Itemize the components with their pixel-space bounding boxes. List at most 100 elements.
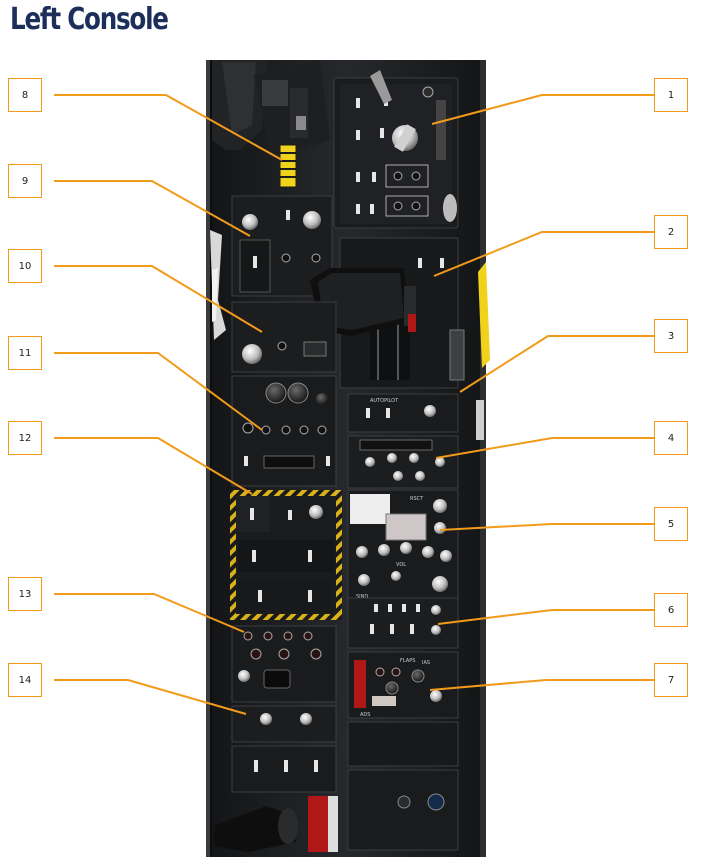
leader-line-2: [433, 231, 660, 277]
toggle-switch[interactable]: [284, 760, 288, 772]
bottom-knob-left[interactable]: [260, 713, 272, 725]
toggle-switch[interactable]: [326, 456, 330, 466]
callout-12: 12: [8, 421, 42, 455]
flap-panel: FLAPS IAS ADS: [347, 651, 459, 719]
lighting-panel: [231, 625, 337, 703]
toggle-switch[interactable]: [356, 130, 360, 140]
toggle-switch[interactable]: [254, 760, 258, 772]
radio-knob[interactable]: [432, 576, 448, 592]
ground-safety-handle[interactable]: [279, 144, 297, 188]
lower-right-panel: [347, 721, 459, 851]
bottom-handle[interactable]: [214, 806, 298, 852]
toggle-switch[interactable]: [356, 98, 360, 108]
throttle-quadrant: [310, 237, 465, 389]
comm-knob[interactable]: [409, 453, 419, 463]
radio-knob[interactable]: [400, 542, 412, 554]
toggle-switch[interactable]: [418, 258, 422, 268]
toggle-switch[interactable]: [244, 456, 248, 466]
seat-area: [212, 60, 330, 150]
leader-line-11: [54, 352, 263, 431]
toggle-switch[interactable]: [314, 760, 318, 772]
page-title: Left Console: [10, 2, 169, 37]
rsct-label: RSCT: [410, 496, 424, 502]
leader-line-8: [54, 94, 283, 161]
radio-panel: RSCT VOL SIND: [347, 489, 459, 603]
callout-8: 8: [8, 78, 42, 112]
toggle-switch[interactable]: [286, 210, 290, 220]
comm-knob[interactable]: [365, 457, 375, 467]
fuel-selector-knob[interactable]: [392, 124, 418, 152]
leader-line-5: [439, 523, 660, 531]
callout-13: 13: [8, 577, 42, 611]
hazard-knob[interactable]: [309, 505, 323, 519]
callout-10: 10: [8, 249, 42, 283]
toggle-switch[interactable]: [380, 128, 384, 138]
toggle-switch[interactable]: [288, 510, 292, 520]
control-cluster: [231, 375, 337, 487]
radio-knob[interactable]: [391, 571, 401, 581]
iff-knob[interactable]: [431, 625, 441, 635]
lighting-knob[interactable]: [238, 670, 250, 682]
toggle-switch[interactable]: [356, 172, 360, 182]
leader-line-9: [54, 180, 251, 237]
callout-7: 7: [654, 663, 688, 697]
leader-line-3: [459, 335, 660, 393]
radio-knob[interactable]: [433, 499, 447, 513]
radio-knob[interactable]: [358, 574, 370, 586]
bottom-knob-right[interactable]: [300, 713, 312, 725]
radio-knob[interactable]: [422, 546, 434, 558]
toggle-switch[interactable]: [253, 256, 257, 268]
radio-knob[interactable]: [440, 550, 452, 562]
right-rail: [476, 262, 490, 440]
engine-knob[interactable]: [303, 211, 321, 229]
callout-1: 1: [654, 78, 688, 112]
toggle-switch[interactable]: [386, 408, 390, 418]
toggle-switch[interactable]: [250, 508, 254, 520]
comm-knob[interactable]: [435, 457, 445, 467]
toggle-switch[interactable]: [410, 624, 414, 634]
radio-knob[interactable]: [356, 546, 368, 558]
radio-knob[interactable]: [434, 522, 446, 534]
engine-start-knob[interactable]: [242, 214, 258, 230]
toggle-switch[interactable]: [308, 550, 312, 562]
autopilot-panel: AUTOPILOT: [347, 393, 459, 433]
leader-line-12: [54, 437, 253, 495]
autopilot-knob[interactable]: [424, 405, 436, 417]
toggle-switch[interactable]: [372, 172, 376, 182]
toggle-switch[interactable]: [370, 204, 374, 214]
radio-knob[interactable]: [378, 544, 390, 556]
toggle-switch[interactable]: [440, 258, 444, 268]
flap-knob[interactable]: [411, 669, 425, 683]
comm-knob[interactable]: [415, 471, 425, 481]
flaps-label: FLAPS: [400, 658, 415, 664]
comm-knob[interactable]: [387, 453, 397, 463]
callout-4: 4: [654, 421, 688, 455]
iff-knob[interactable]: [431, 605, 441, 615]
callout-14: 14: [8, 663, 42, 697]
red-guard-handle[interactable]: [308, 796, 338, 852]
callout-3: 3: [654, 319, 688, 353]
fuel-system-panel: [333, 70, 459, 229]
sind-label: SIND: [356, 594, 368, 600]
leader-line-4: [435, 437, 660, 459]
ads-label: ADS: [360, 712, 370, 718]
trim-knob[interactable]: [242, 344, 262, 364]
leader-line-1: [431, 94, 660, 125]
callout-11: 11: [8, 336, 42, 370]
toggle-switch[interactable]: [258, 590, 262, 602]
toggle-switch[interactable]: [366, 408, 370, 418]
toggle-switch[interactable]: [308, 590, 312, 602]
toggle-switch[interactable]: [252, 550, 256, 562]
callout-5: 5: [654, 507, 688, 541]
toggle-switch[interactable]: [356, 204, 360, 214]
trim-panel: [231, 301, 337, 373]
toggle-switch[interactable]: [370, 624, 374, 634]
leader-line-6: [437, 609, 660, 625]
bottom-left-panel: [214, 705, 338, 852]
autopilot-label: AUTOPILOT: [370, 398, 399, 404]
toggle-switch[interactable]: [390, 624, 394, 634]
flap-knob[interactable]: [385, 681, 399, 695]
comm-knob[interactable]: [393, 471, 403, 481]
flap-knob[interactable]: [430, 690, 442, 702]
